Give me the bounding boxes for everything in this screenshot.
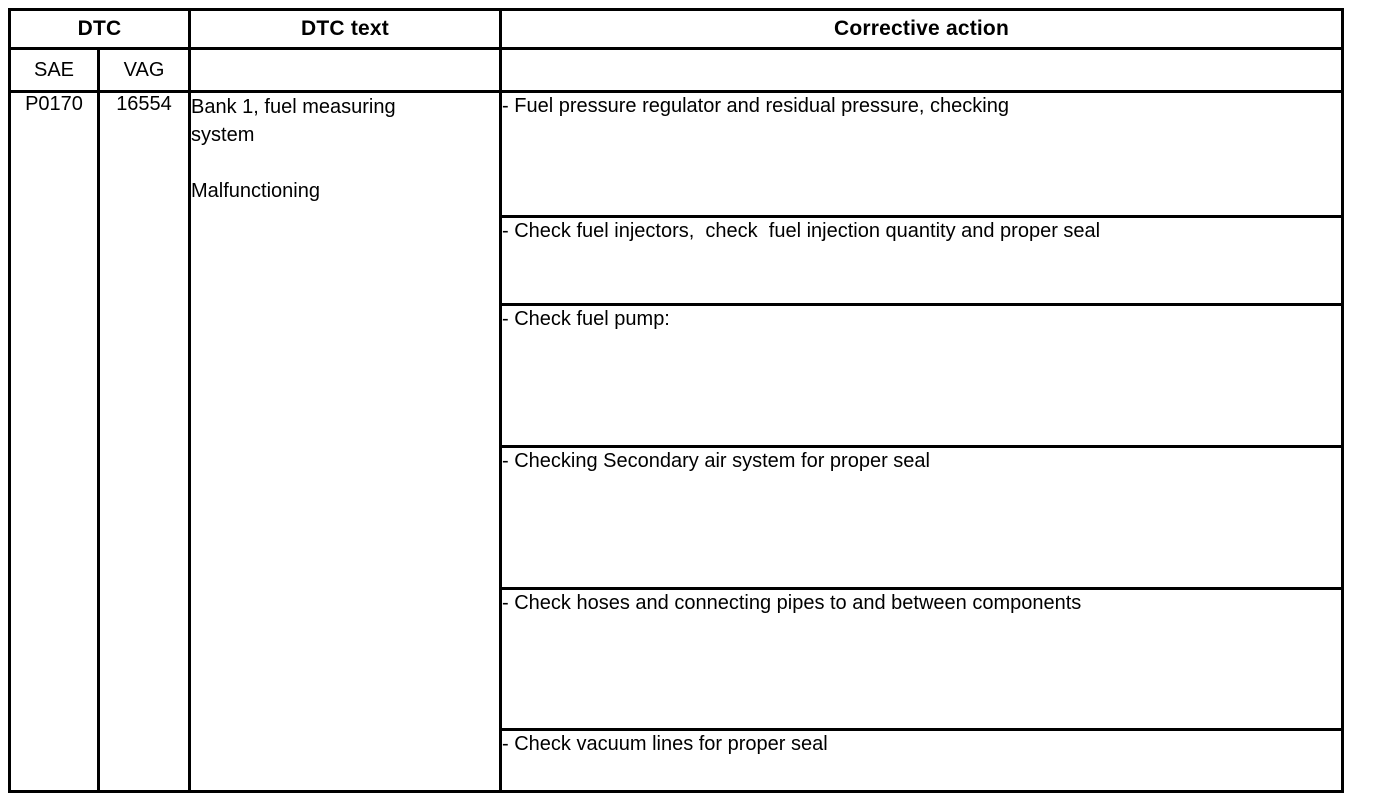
header-cell-dtc: DTC [7, 8, 192, 50]
subheader-cell-sae: SAE [8, 47, 100, 93]
corrective-action-cell: - Fuel pressure regulator and residual p… [499, 90, 1345, 218]
subheader-cell-empty-dtc-text [188, 47, 503, 93]
header-cell-corrective-action: Corrective action [499, 8, 1345, 50]
corrective-action-cell: - Check hoses and connecting pipes to an… [499, 587, 1345, 731]
table-header-row: DTC DTC text Corrective action [7, 8, 1345, 50]
table-subheader-row: SAE VAG [8, 47, 1345, 93]
dtc-fault-table: DTC DTC text Corrective action SAE VAG P… [7, 8, 1345, 793]
subheader-cell-vag: VAG [96, 47, 192, 93]
corrective-action-cell: - Check fuel injectors, check fuel injec… [499, 215, 1345, 306]
table-row: - Check hoses and connecting pipes to an… [10, 587, 1345, 731]
corrective-action-cell: - Check vacuum lines for proper seal [499, 728, 1345, 793]
corrective-action-cell: - Check fuel pump: [499, 303, 1345, 448]
header-cell-dtc-text: DTC text [188, 8, 503, 50]
table-row: - Check fuel injectors, check fuel injec… [10, 215, 1345, 306]
corrective-action-cell: - Checking Secondary air system for prop… [499, 445, 1345, 590]
table-row: - Checking Secondary air system for prop… [10, 445, 1345, 590]
dtc-text-line-1: Bank 1, fuel measuring system [191, 96, 396, 146]
vag-code-cell: 16554 [96, 90, 192, 793]
table-row: P0170 16554 Bank 1, fuel measuring syste… [8, 90, 1345, 793]
table-row: - Check fuel pump: [10, 303, 1345, 448]
table-row: - Check vacuum lines for proper seal [10, 728, 1345, 793]
dtc-text-line-2: Malfunctioning [191, 180, 320, 202]
sae-code-cell: P0170 [8, 90, 100, 793]
subheader-cell-empty-corrective-action [499, 47, 1345, 93]
dtc-text-cell: Bank 1, fuel measuring system Malfunctio… [188, 90, 503, 793]
